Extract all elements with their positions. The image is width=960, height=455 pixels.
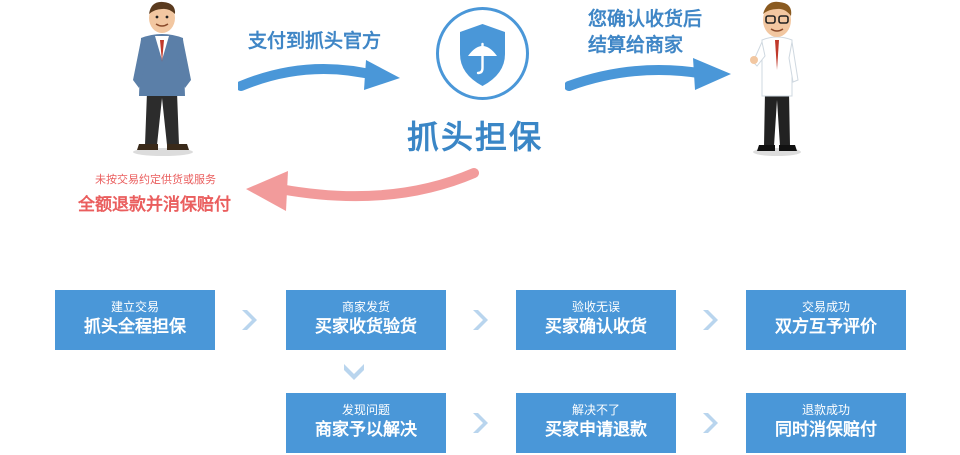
flow-step-inspect: 验收无误 买家确认收货 bbox=[516, 290, 676, 350]
umbrella-shield-icon bbox=[435, 6, 530, 101]
center-title: 抓头担保 bbox=[407, 112, 543, 158]
step-settle-line2: 结算给商家 bbox=[588, 32, 702, 58]
refund-promise: 全额退款并消保赔付 bbox=[78, 190, 231, 215]
chevron-down-icon bbox=[342, 362, 366, 384]
flow-step-ship: 商家发货 买家收货验货 bbox=[286, 290, 446, 350]
flow-step-main: 商家予以解决 bbox=[286, 418, 446, 442]
step-settle-label: 您确认收货后 结算给商家 bbox=[588, 6, 702, 58]
step-settle-line1: 您确认收货后 bbox=[588, 6, 702, 32]
pay-arrow bbox=[238, 50, 403, 92]
flow-step-main: 买家确认收货 bbox=[516, 315, 676, 339]
flow-step-sub: 建立交易 bbox=[55, 299, 215, 315]
flow-step-main: 抓头全程担保 bbox=[55, 315, 215, 339]
flow-step-sub: 发现问题 bbox=[286, 402, 446, 418]
refund-arrow bbox=[240, 165, 480, 217]
flow-step-sub: 解决不了 bbox=[516, 402, 676, 418]
flow-step-refund-success: 退款成功 同时消保赔付 bbox=[746, 393, 906, 453]
chevron-right-icon bbox=[699, 308, 723, 332]
flow-step-issue: 发现问题 商家予以解决 bbox=[286, 393, 446, 453]
buyer-figure bbox=[125, 0, 200, 158]
flow-step-main: 买家申请退款 bbox=[516, 418, 676, 442]
settle-arrow bbox=[565, 52, 735, 97]
flow-step-success: 交易成功 双方互予评价 bbox=[746, 290, 906, 350]
chevron-right-icon bbox=[469, 308, 493, 332]
step-pay-label: 支付到抓头官方 bbox=[248, 28, 381, 54]
refund-condition: 未按交易约定供货或服务 bbox=[95, 171, 216, 187]
flow-step-create: 建立交易 抓头全程担保 bbox=[55, 290, 215, 350]
flow-step-main: 买家收货验货 bbox=[286, 315, 446, 339]
flow-step-main: 双方互予评价 bbox=[746, 315, 906, 339]
flow-step-sub: 交易成功 bbox=[746, 299, 906, 315]
seller-figure bbox=[745, 0, 810, 158]
flow-step-main: 同时消保赔付 bbox=[746, 418, 906, 442]
chevron-right-icon bbox=[469, 411, 493, 435]
chevron-right-icon bbox=[699, 411, 723, 435]
flow-step-sub: 商家发货 bbox=[286, 299, 446, 315]
flow-step-refund-request: 解决不了 买家申请退款 bbox=[516, 393, 676, 453]
chevron-right-icon bbox=[238, 308, 262, 332]
flow-step-sub: 退款成功 bbox=[746, 402, 906, 418]
flow-step-sub: 验收无误 bbox=[516, 299, 676, 315]
